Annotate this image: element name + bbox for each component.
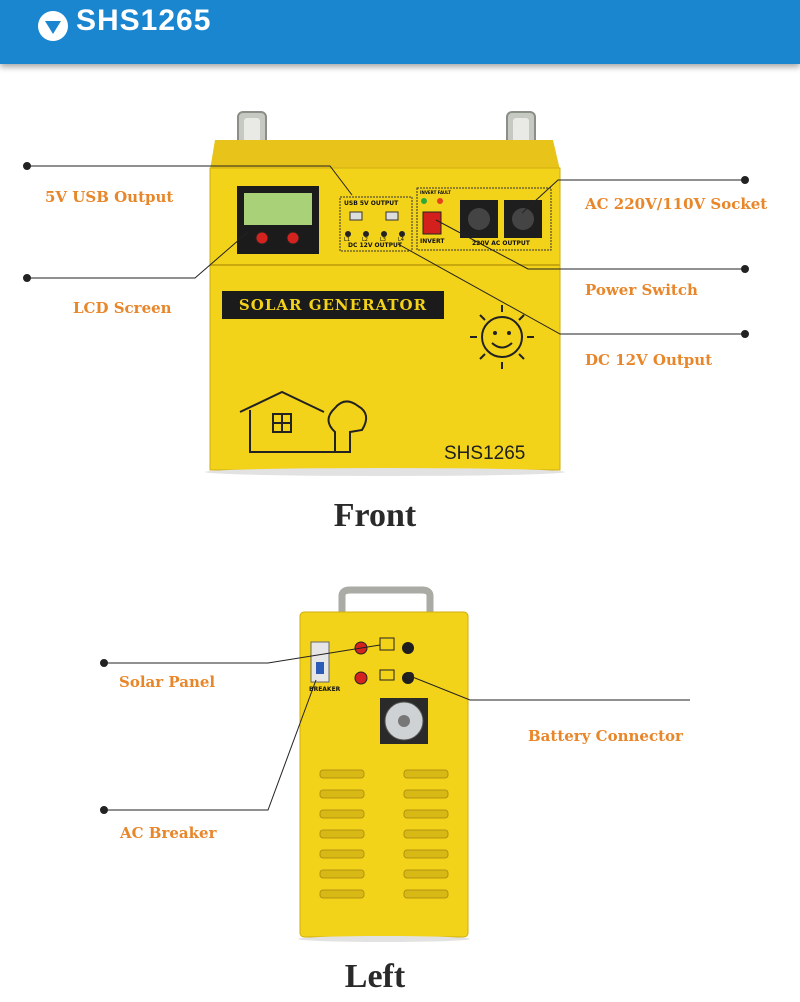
- callout-battery-connector: Battery Connector: [528, 727, 683, 745]
- chevron-down-badge-icon: [38, 11, 68, 41]
- callout-dc-output: DC 12V Output: [585, 351, 713, 369]
- header-bar: SHS1265: [0, 0, 800, 64]
- invert-fault-label: INVERT FAULT: [420, 190, 451, 195]
- dc-port-l2: L2: [362, 237, 368, 243]
- usb-panel-label: USB 5V OUTPUT: [344, 200, 399, 207]
- callout-usb-output: 5V USB Output: [45, 188, 174, 206]
- device-model-text: SHS1265: [444, 443, 526, 464]
- dc-port-l3: L3: [380, 237, 386, 243]
- callout-ac-socket: AC 220V/110V Socket: [585, 195, 768, 213]
- dc-port-l4: L4: [398, 237, 404, 243]
- breaker-label: BREAKER: [309, 686, 341, 693]
- dc-panel-label: DC 12V OUTPUT: [348, 242, 402, 249]
- page-title: SHS1265: [76, 4, 212, 37]
- ac-output-label: 220V AC OUTPUT: [472, 240, 530, 247]
- dc-port-l1: L1: [344, 237, 350, 243]
- left-view-label: Left: [344, 958, 406, 995]
- callout-ac-breaker: AC Breaker: [120, 824, 217, 842]
- callout-solar-panel: Solar Panel: [119, 673, 216, 691]
- callout-power-switch: Power Switch: [585, 281, 698, 299]
- front-view-label: Front: [333, 497, 417, 534]
- brand-plate-text: SOLAR GENERATOR: [238, 296, 428, 314]
- callout-lcd-screen: LCD Screen: [73, 299, 172, 317]
- invert-label: INVERT: [420, 238, 445, 245]
